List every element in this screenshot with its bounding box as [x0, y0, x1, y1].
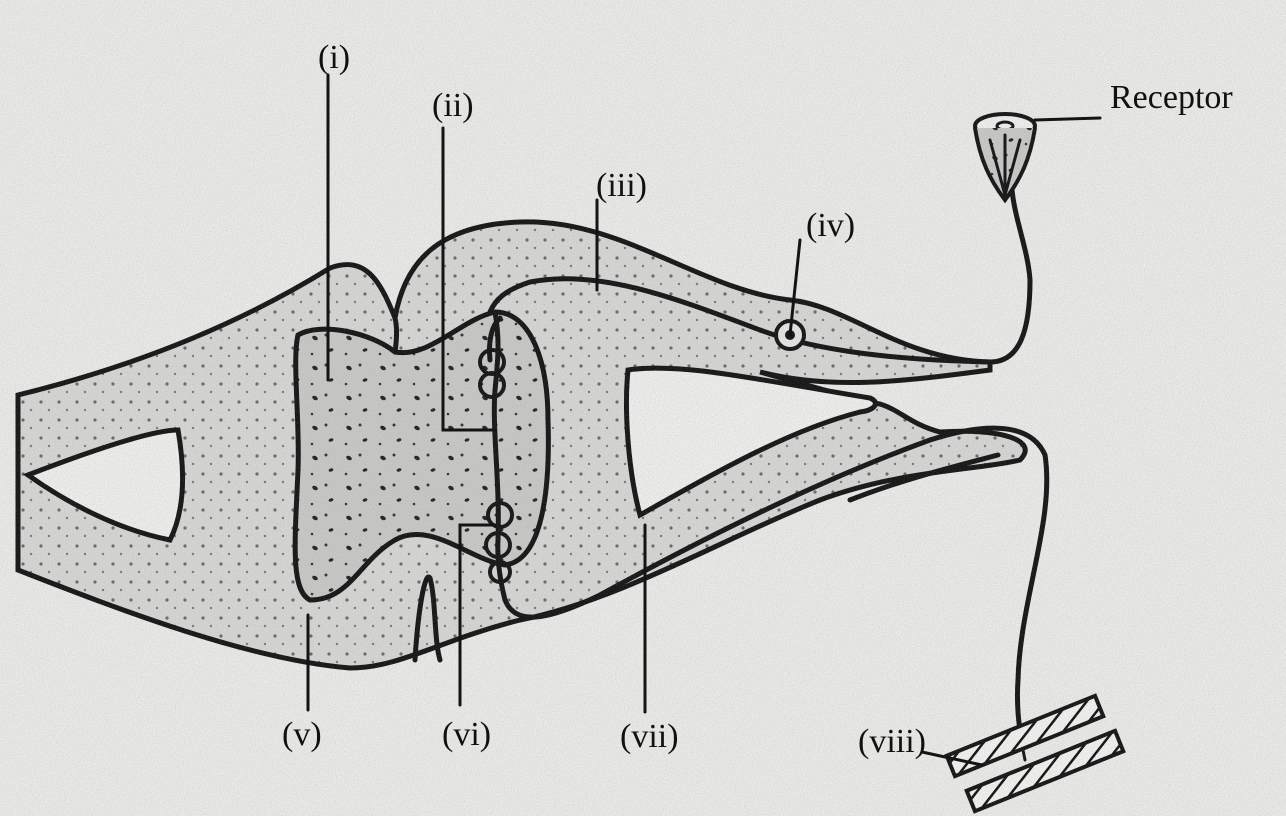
label-vii: (vii)	[620, 718, 679, 755]
label-iv: (iv)	[806, 207, 855, 244]
label-viii: (viii)	[858, 723, 926, 760]
label-v: (v)	[282, 716, 322, 753]
label-iii: (iii)	[596, 167, 647, 204]
label-ii: (ii)	[432, 87, 474, 124]
label-receptor: Receptor	[1110, 79, 1233, 116]
label-vi: (vi)	[442, 716, 491, 753]
label-i: (i)	[318, 39, 350, 76]
leader-receptor	[1035, 118, 1100, 120]
